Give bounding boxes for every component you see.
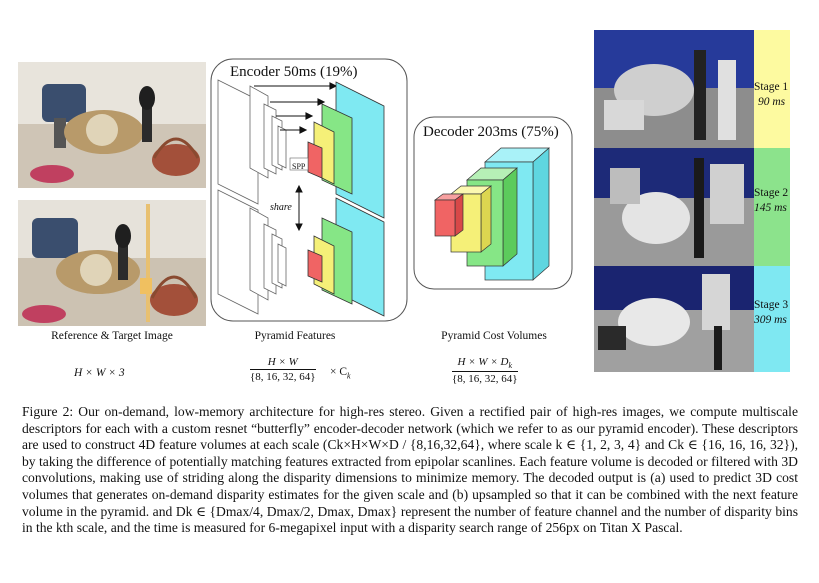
stage1-time: 90 ms: [758, 96, 786, 108]
stage1-name: Stage 1: [754, 81, 789, 93]
encoder-panel: [210, 58, 408, 322]
decoder-title: Decoder 203ms (75%): [423, 124, 559, 140]
encoder-top-red: [307, 141, 323, 179]
reference-dims: H × W × 3: [74, 367, 125, 379]
decoder-dims-num: H × W × Dk: [452, 356, 518, 373]
stage2-name: Stage 2: [754, 187, 789, 199]
stage2-bg: [752, 148, 790, 266]
encoder-dims: H × W {8, 16, 32, 64}: [250, 356, 316, 383]
encoder-dims-suffix: × Ck: [330, 366, 351, 381]
encoder-title: Encoder 50ms (19%): [230, 64, 358, 80]
encoder-dims-den: {8, 16, 32, 64}: [250, 371, 316, 383]
stage3-bg: [752, 266, 790, 372]
reference-target-images: [18, 62, 206, 326]
decoder-panel: [413, 116, 573, 290]
stage1-output: [594, 30, 754, 148]
disparity-outputs: [594, 30, 754, 372]
stage2-label: Stage 2 145 ms: [754, 186, 788, 216]
encoder-dims-num: H × W: [250, 356, 316, 370]
decoder-label: Pyramid Cost Volumes: [441, 330, 547, 342]
target-image: [18, 200, 206, 326]
stage3-output: [594, 266, 754, 372]
stage1-label: Stage 1 90 ms: [754, 80, 788, 110]
stage3-name: Stage 3: [754, 299, 789, 311]
stage1-bg: [752, 30, 790, 148]
share-label: share: [270, 202, 292, 213]
spp-label: SPP: [292, 162, 306, 171]
figure-caption-text: Figure 2: Our on-demand, low-memory arch…: [22, 404, 798, 536]
encoder-bottom-red: [307, 249, 323, 283]
stage2-time: 145 ms: [754, 202, 787, 214]
decoder-dims-den: {8, 16, 32, 64}: [452, 373, 518, 386]
decoder-red: [434, 199, 456, 237]
encoder-label: Pyramid Features: [254, 330, 336, 342]
stage2-output: [594, 148, 754, 266]
reference-image: [18, 62, 206, 188]
decoder-dims: H × W × Dk {8, 16, 32, 64}: [452, 356, 518, 385]
stage3-label: Stage 3 309 ms: [754, 298, 788, 328]
stage3-time: 309 ms: [754, 314, 787, 326]
figure-caption: Figure 2: Our on-demand, low-memory arch…: [22, 404, 798, 537]
reference-label: Reference & Target Image: [51, 330, 173, 342]
